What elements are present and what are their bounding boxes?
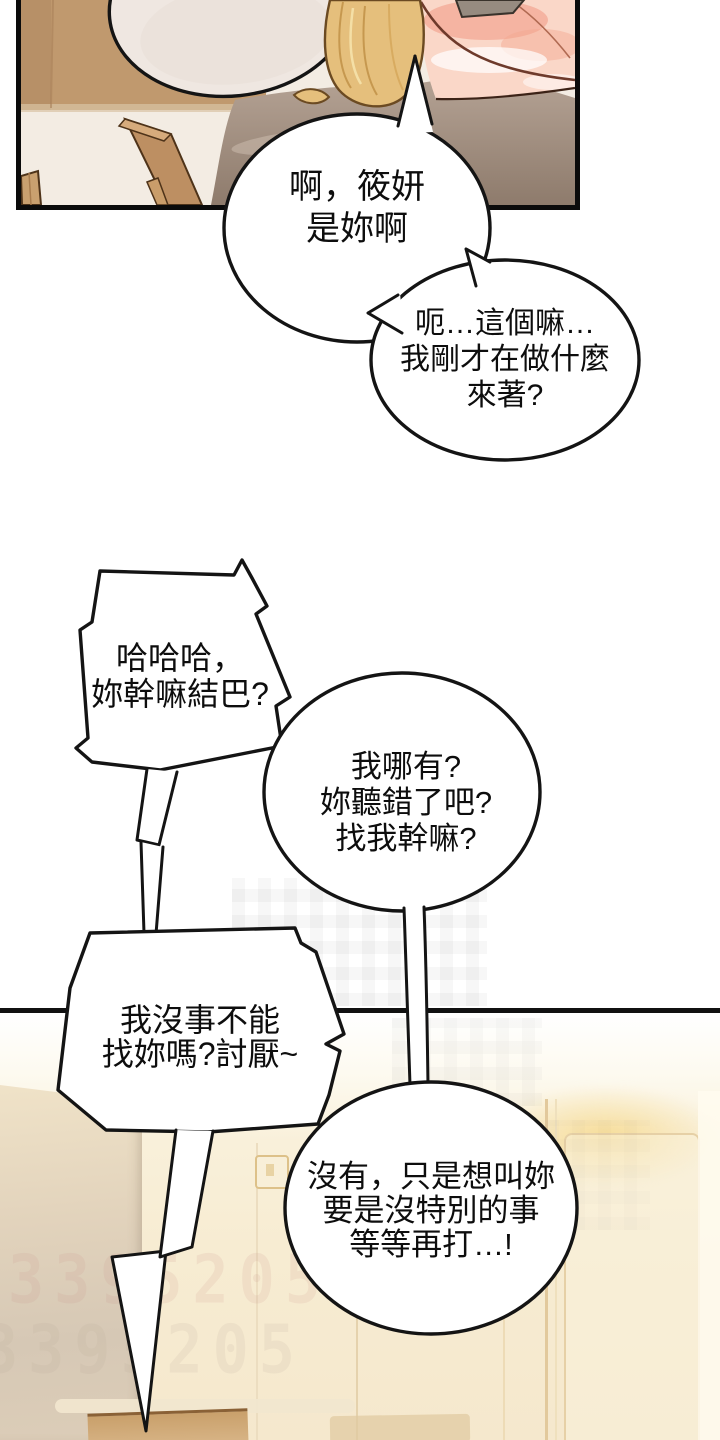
wooden-stick (117, 117, 204, 205)
small-plank (21, 169, 43, 205)
bubble-4-text: 我哪有? 妳聽錯了吧? 找我幹嘛? (266, 749, 546, 857)
speech-bubble-3 (74, 558, 292, 772)
door-frame-line (555, 1099, 557, 1440)
panel-divider-line (0, 1008, 720, 1013)
story-panel (16, 0, 580, 210)
gray-fabric (454, 0, 526, 19)
door-frame-line (545, 1099, 548, 1440)
watermark-digits: 3395205 (0, 1310, 305, 1390)
hair-curl (292, 88, 331, 105)
room-background: 3395205 3395205 (0, 1013, 720, 1440)
door-panel (564, 1133, 700, 1440)
speech-bubble-4 (262, 671, 542, 913)
watermark-digits: 3395205 (8, 1240, 331, 1320)
panel-illustration (21, 0, 575, 205)
light-switch (255, 1155, 289, 1189)
bubble-4-line-2: 妳聽錯了吧? (319, 785, 493, 820)
door-frame-line (356, 1228, 358, 1440)
bubble-2-tail-upper (466, 249, 492, 288)
bubble-2-tail (368, 293, 404, 335)
bubble-2-line-1: 呃…這個嘛… (415, 307, 595, 340)
bubble-1-line-2: 是妳啊 (306, 210, 408, 248)
speech-bubble-2 (369, 258, 641, 462)
wood-furniture (87, 1408, 249, 1440)
bubble-3-text: 哈哈哈， 妳幹嘛結巴? (40, 640, 320, 712)
bubble-3-tail (137, 769, 177, 845)
watermark-noise (232, 878, 487, 1006)
bubble-3-line-1: 哈哈哈， (115, 640, 244, 676)
character-skin (419, 0, 575, 101)
bubble-3-line-2: 妳幹嘛結巴? (91, 676, 269, 712)
bubble-4-line-1: 我哪有? (350, 749, 462, 784)
bubble-2-line-2: 我剛才在做什麼 (400, 343, 610, 376)
bubble-4-line-3: 找我幹嘛? (335, 821, 477, 856)
character-hair (323, 0, 425, 108)
bed-pillow (107, 0, 355, 99)
wall-seam (256, 1143, 258, 1440)
door-edge-highlight (698, 1091, 720, 1440)
furniture-patch (329, 1413, 471, 1440)
bubble-2-text: 呃…這個嘛… 我剛才在做什麼 來著? (365, 306, 645, 414)
door-frame-line (503, 1108, 505, 1440)
bubble-3-tail (141, 842, 163, 934)
bubble-2-line-3: 來著? (466, 379, 544, 412)
